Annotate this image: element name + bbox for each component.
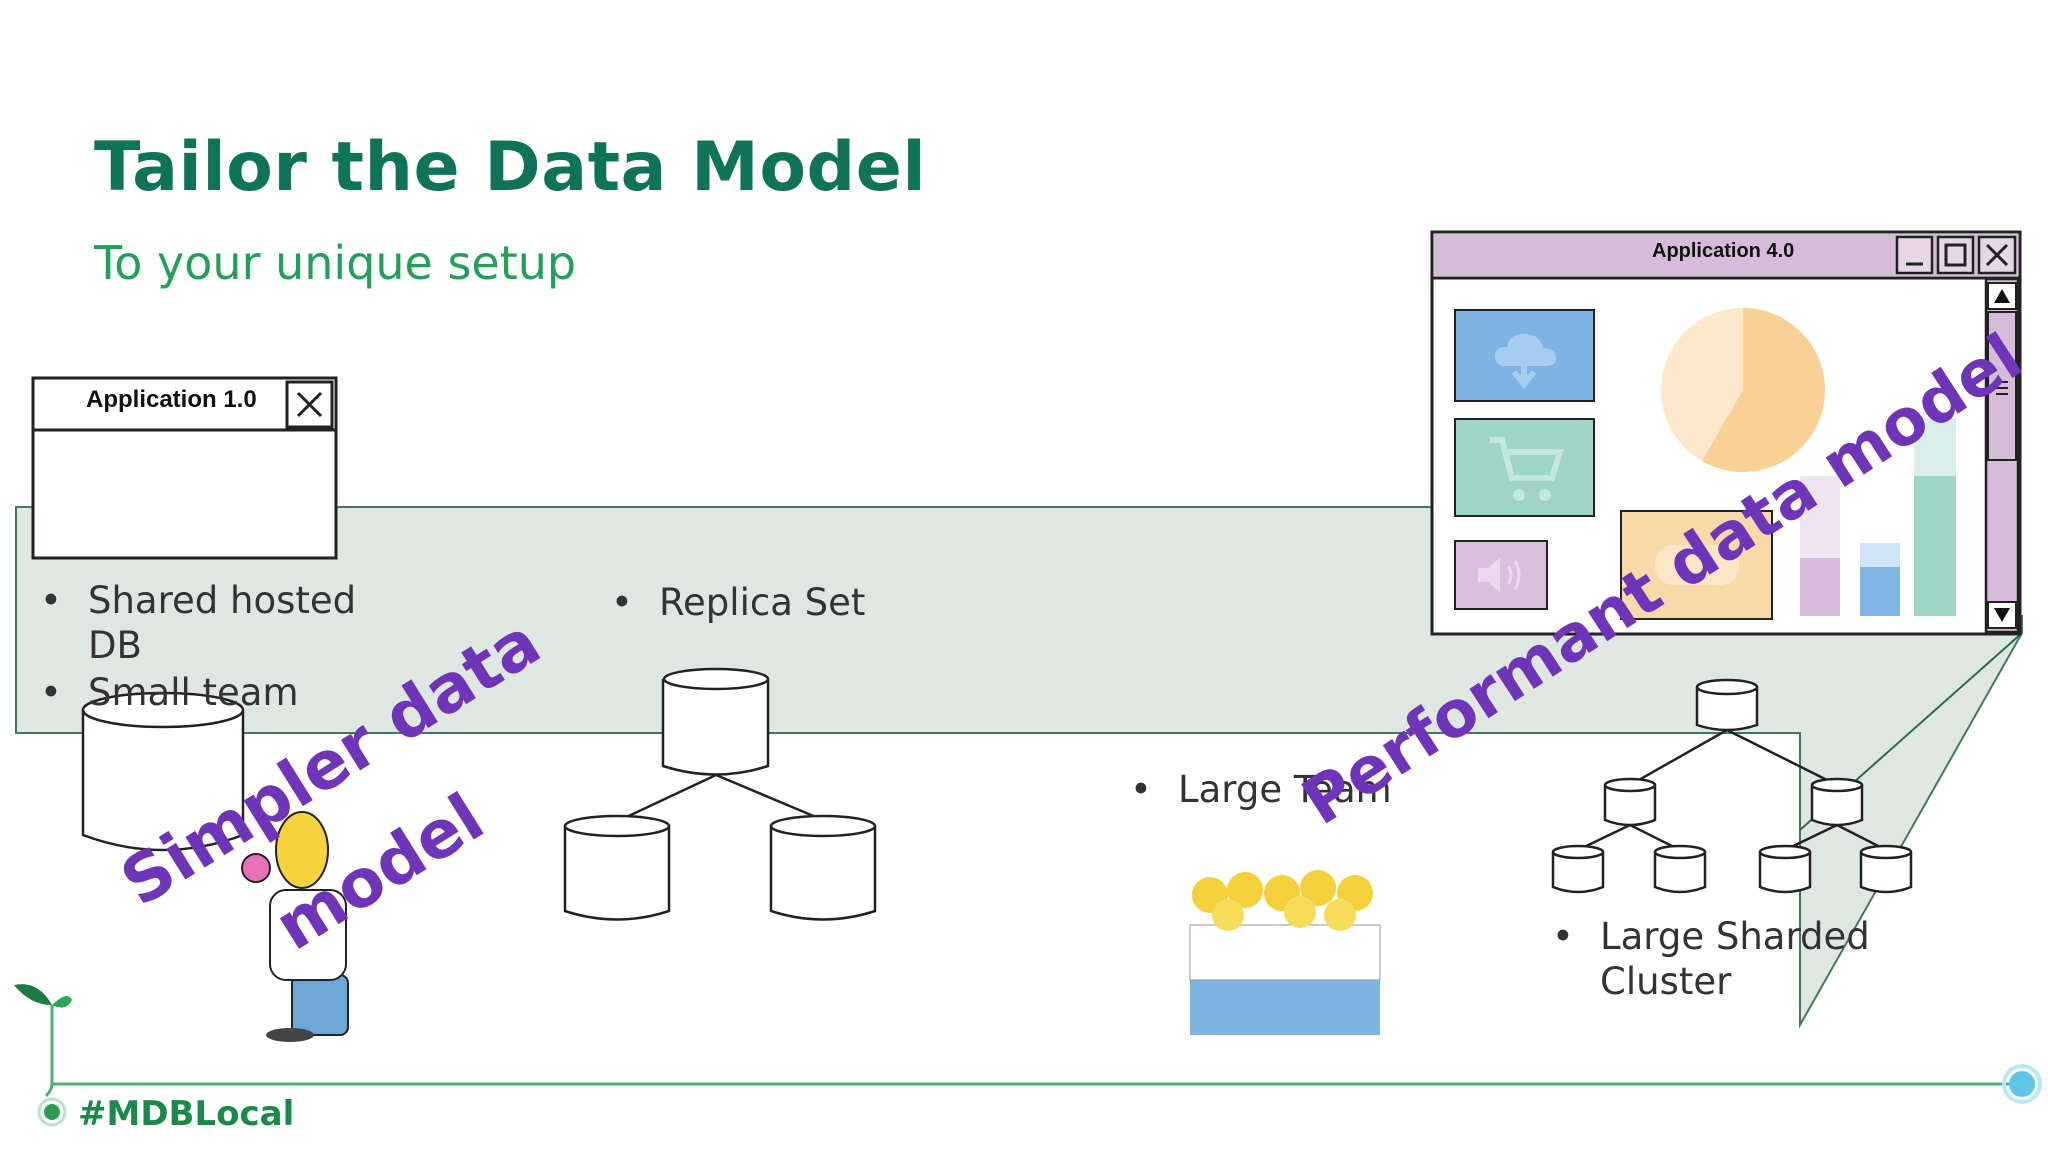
app-large-window bbox=[1430, 230, 2022, 636]
timeline-end-dot bbox=[2009, 1071, 2035, 1097]
maximize-icon[interactable] bbox=[1936, 235, 1975, 275]
bar-chart bbox=[1800, 418, 1956, 616]
bullet-large-sharded-cont: Cluster bbox=[1600, 960, 1732, 1003]
minimize-icon[interactable] bbox=[1895, 235, 1934, 275]
bullet-replica-set: Replica Set bbox=[611, 580, 865, 625]
bullet-large-team: Large Team bbox=[1130, 767, 1392, 812]
sprout-icon bbox=[14, 984, 72, 1008]
bullet-large-sharded: Large Sharded bbox=[1552, 914, 1870, 959]
close-icon[interactable] bbox=[1977, 235, 2017, 275]
sharded-cluster-diagram bbox=[1551, 678, 1913, 894]
speaker-icon bbox=[1454, 540, 1548, 610]
bullet-small-team: Small team bbox=[40, 670, 298, 715]
cart-icon bbox=[1454, 418, 1595, 517]
slide-subtitle: To your unique setup bbox=[94, 236, 577, 290]
arrow-down-icon[interactable] bbox=[1987, 601, 2017, 629]
homer-figure bbox=[241, 811, 349, 1042]
app-small-window bbox=[31, 376, 338, 560]
hashtag-label: #MDBLocal bbox=[78, 1094, 295, 1134]
app-small-title: Application 1.0 bbox=[86, 386, 257, 413]
replica-set-diagram bbox=[563, 667, 877, 921]
homer-crowd bbox=[1189, 870, 1381, 1042]
bullet-shared-hosted-cont: DB bbox=[88, 624, 142, 667]
bullet-shared-hosted: Shared hosted bbox=[40, 578, 356, 623]
scroll-thumb[interactable] bbox=[1987, 311, 2017, 461]
app-large-title: Application 4.0 bbox=[1652, 240, 1795, 262]
timeline bbox=[37, 1005, 2042, 1127]
slide-title: Tailor the Data Model bbox=[94, 128, 927, 207]
